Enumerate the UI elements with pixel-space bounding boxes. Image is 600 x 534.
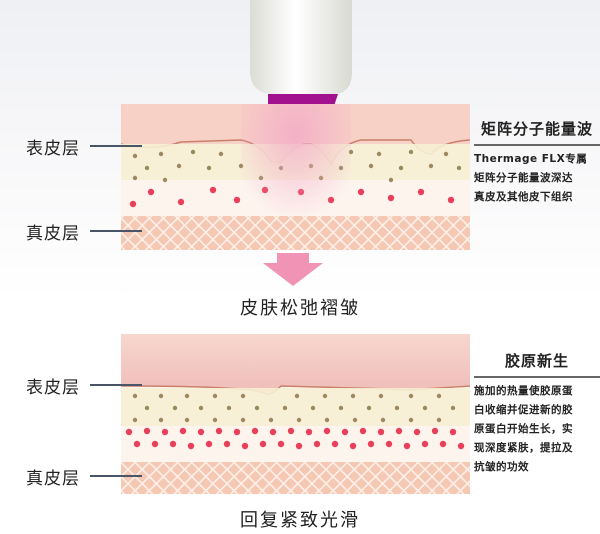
info-body: 施加的热量使胶原蛋 白收缩并促进新的胶 原蛋白开始生长，实 现深度紧肤，提拉及 … (474, 385, 573, 473)
down-arrow-icon (263, 253, 323, 290)
label-epidermis-bottom: 表皮层 (26, 378, 80, 398)
leader-line (90, 145, 142, 147)
skin-diagram-before (121, 104, 470, 250)
info-box-collagen: 胶原新生 施加的热量使胶原蛋 白收缩并促进新的胶 原蛋白开始生长，实 现深度紧肤… (474, 350, 600, 477)
label-epidermis-top: 表皮层 (26, 139, 80, 159)
label-dermis-bottom: 真皮层 (26, 469, 80, 489)
leader-line (90, 384, 142, 386)
leader-line (90, 230, 142, 232)
info-body: Thermage FLX专属 矩阵分子能量波深达 真皮及其他皮下组织 (474, 153, 588, 203)
info-title: 胶原新生 (474, 350, 600, 378)
info-box-energy-wave: 矩阵分子能量波 Thermage FLX专属 矩阵分子能量波深达 真皮及其他皮下… (474, 118, 600, 207)
info-title: 矩阵分子能量波 (474, 118, 600, 146)
label-dermis-top: 真皮层 (26, 224, 80, 244)
skin-diagram-after (121, 334, 470, 494)
leader-line (90, 475, 142, 477)
caption-after: 回复紧致光滑 (240, 510, 360, 531)
caption-before: 皮肤松弛褶皱 (240, 298, 360, 319)
